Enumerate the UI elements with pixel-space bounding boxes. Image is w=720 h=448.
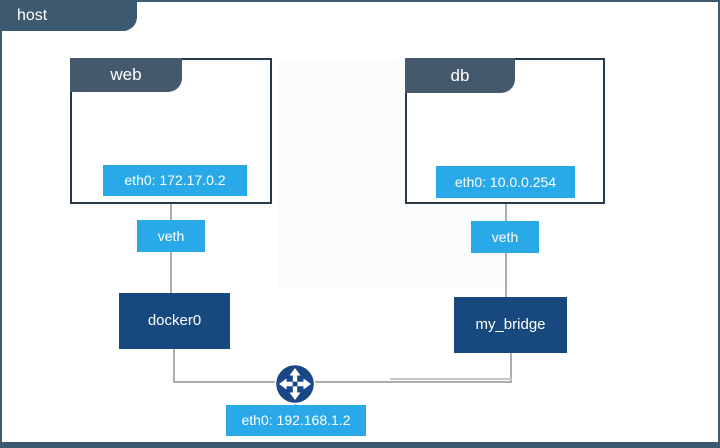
connector-horizontal-bus-overlap xyxy=(390,378,512,380)
container-title-db: db xyxy=(405,58,515,93)
connector-mybridge-down xyxy=(510,353,512,383)
bridge-my-bridge: my_bridge xyxy=(454,297,567,353)
veth-label-right: veth xyxy=(471,221,539,253)
connector-horizontal-bus xyxy=(173,381,512,383)
connector-docker0-down xyxy=(173,349,175,383)
veth-label-left: veth xyxy=(137,220,205,252)
bridge-docker0: docker0 xyxy=(119,293,230,349)
router-icon xyxy=(274,363,316,405)
host-label: host xyxy=(0,0,137,31)
interface-label-db-eth0: eth0: 10.0.0.254 xyxy=(436,166,575,198)
interface-label-host-eth0: eth0: 192.168.1.2 xyxy=(226,405,366,436)
interface-label-web-eth0: eth0: 172.17.0.2 xyxy=(103,165,247,196)
container-title-web: web xyxy=(70,58,182,92)
